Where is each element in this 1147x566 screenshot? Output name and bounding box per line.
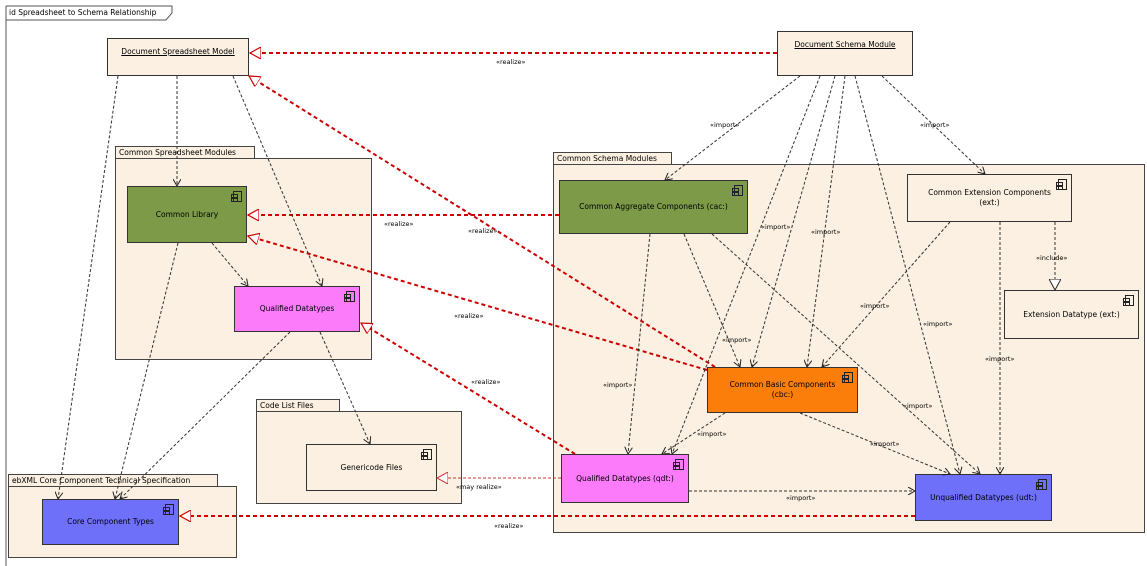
qualified-datatypes-spreadsheet-label: Qualified Datatypes bbox=[259, 304, 335, 313]
component-icon bbox=[673, 459, 684, 470]
component-icon bbox=[732, 185, 743, 196]
common-library[interactable]: Common Library bbox=[127, 186, 247, 243]
unqualified-datatypes[interactable]: Unqualified Datatypes (udt:) bbox=[915, 474, 1052, 521]
common-library-label: Common Library bbox=[155, 209, 219, 219]
document-spreadsheet-model-label: Document Spreadsheet Model bbox=[121, 47, 235, 56]
label-import: «import» bbox=[722, 336, 752, 344]
label-import: «import» bbox=[985, 355, 1015, 363]
label-include: «include» bbox=[1036, 254, 1068, 262]
genericode-files-label: Genericode Files bbox=[340, 462, 403, 472]
component-icon bbox=[1036, 479, 1047, 490]
label-realize: «realize» bbox=[384, 220, 414, 228]
label-realize: «realize» bbox=[471, 378, 501, 386]
label-import: «import» bbox=[870, 440, 900, 448]
package-tab-common-schema: Common Schema Modules bbox=[553, 152, 672, 164]
label-realize: «realize» bbox=[468, 227, 498, 235]
label-realize: «realize» bbox=[454, 312, 484, 320]
component-icon bbox=[421, 449, 432, 460]
common-extension-components[interactable]: Common Extension Components (ext:) bbox=[907, 174, 1072, 222]
core-component-types[interactable]: Core Component Types bbox=[42, 499, 179, 545]
package-tab-code-list: Code List Files bbox=[256, 399, 340, 411]
component-icon bbox=[231, 191, 242, 202]
core-component-types-label: Core Component Types bbox=[67, 517, 154, 526]
label-import: «import» bbox=[786, 494, 816, 502]
component-icon bbox=[842, 372, 853, 383]
qualified-datatypes-spreadsheet[interactable]: Qualified Datatypes bbox=[234, 286, 360, 332]
document-schema-module-label: Document Schema Module bbox=[794, 40, 896, 49]
document-schema-module[interactable]: Document Schema Module bbox=[777, 31, 913, 76]
unqualified-datatypes-label: Unqualified Datatypes (udt:) bbox=[930, 492, 1037, 502]
component-icon bbox=[1123, 295, 1134, 306]
label-import: «import» bbox=[903, 402, 933, 410]
genericode-files[interactable]: Genericode Files bbox=[306, 444, 437, 491]
label-may-realize: «may realize» bbox=[456, 483, 502, 491]
label-import: «import» bbox=[761, 223, 791, 231]
label-import: «import» bbox=[697, 430, 727, 438]
package-tab-common-spreadsheet: Common Spreadsheet Modules bbox=[115, 146, 255, 158]
common-basic-components-label: Common Basic Components (cbc:) bbox=[729, 380, 836, 399]
label-import: «import» bbox=[920, 121, 950, 129]
common-aggregate-components[interactable]: Common Aggregate Components (cac:) bbox=[559, 180, 748, 234]
label-realize: «realize» bbox=[494, 522, 524, 530]
qualified-datatypes-qdt[interactable]: Qualified Datatypes (qdt:) bbox=[561, 454, 689, 503]
diagram-title: id Spreadsheet to Schema Relationship bbox=[9, 8, 157, 17]
common-basic-components[interactable]: Common Basic Components (cbc:) bbox=[707, 367, 858, 413]
common-extension-components-label: Common Extension Components (ext:) bbox=[928, 188, 1051, 207]
component-icon bbox=[163, 504, 174, 515]
document-spreadsheet-model[interactable]: Document Spreadsheet Model bbox=[107, 38, 249, 76]
component-icon bbox=[344, 291, 355, 302]
extension-datatype-label: Extension Datatype (ext:) bbox=[1023, 309, 1120, 319]
label-import: «import» bbox=[811, 228, 841, 236]
extension-datatype[interactable]: Extension Datatype (ext:) bbox=[1004, 290, 1139, 339]
label-import: «import» bbox=[860, 302, 890, 310]
label-import: «import» bbox=[603, 381, 633, 389]
common-aggregate-components-label: Common Aggregate Components (cac:) bbox=[579, 202, 728, 211]
label-import: «import» bbox=[710, 121, 740, 129]
package-tab-ebxml: ebXML Core Component Technical Specifica… bbox=[8, 474, 218, 486]
component-icon bbox=[1056, 179, 1067, 190]
qualified-datatypes-qdt-label: Qualified Datatypes (qdt:) bbox=[576, 473, 674, 483]
label-import: «import» bbox=[923, 320, 953, 328]
label-realize: «realize» bbox=[496, 58, 526, 66]
